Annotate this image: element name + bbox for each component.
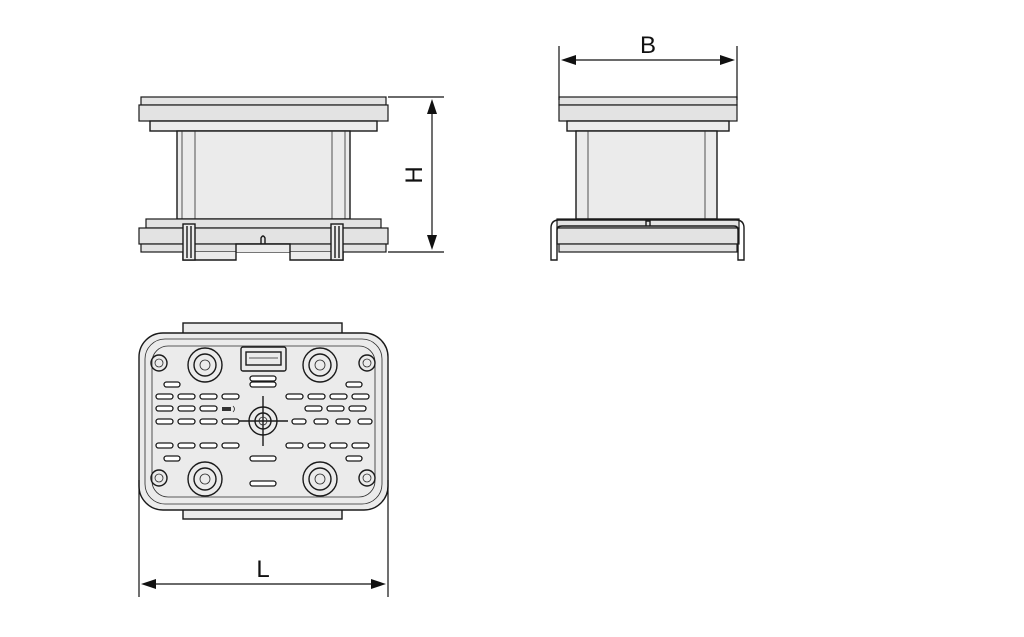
length-label: L (256, 556, 269, 583)
length-dimension: L (138, 480, 389, 597)
side-bracket (550, 219, 745, 261)
vacuum-slot (249, 480, 277, 487)
corner-hole-bottom-left (150, 469, 168, 487)
side-view (550, 96, 745, 261)
side-top-rim (566, 120, 730, 132)
suction-cup-top-right (302, 347, 338, 383)
vacuum-slot (249, 381, 277, 388)
vacuum-slot (199, 405, 218, 412)
height-dimension: H (388, 96, 444, 253)
suction-cup-top-left (187, 347, 223, 383)
side-bottom-flange (556, 227, 740, 245)
vacuum-slot (163, 455, 181, 462)
front-top-plate (140, 96, 387, 106)
width-dimension: B (558, 32, 738, 100)
vacuum-slot (357, 418, 373, 425)
vacuum-slot (313, 418, 329, 425)
vacuum-slot (163, 381, 181, 388)
vacuum-slot (177, 442, 196, 449)
vacuum-slot (329, 442, 348, 449)
vacuum-slot (345, 455, 363, 462)
vacuum-slot (177, 418, 196, 425)
vacuum-slot (155, 405, 174, 412)
suction-cup-bottom-left (187, 461, 223, 497)
vacuum-slot (351, 393, 370, 400)
vacuum-slot (351, 442, 370, 449)
side-top-flange (558, 104, 738, 122)
nfc-mark (222, 405, 235, 413)
vacuum-slot (249, 375, 277, 382)
vacuum-slot (221, 418, 240, 425)
vacuum-slot (291, 418, 307, 425)
vacuum-slot (155, 442, 174, 449)
vacuum-slot (221, 393, 240, 400)
vacuum-slot (285, 393, 304, 400)
vacuum-slot (199, 393, 218, 400)
vacuum-slot (345, 381, 363, 388)
vacuum-slot (177, 393, 196, 400)
vacuum-slot (335, 418, 351, 425)
corner-hole-bottom-right (358, 469, 376, 487)
vacuum-slot (155, 418, 174, 425)
front-center-tab (260, 235, 266, 244)
front-right-clamp (330, 223, 344, 261)
logo-plate (240, 346, 287, 372)
front-body (176, 130, 351, 220)
front-top-rim (149, 120, 378, 132)
vacuum-slot (304, 405, 323, 412)
side-body (575, 130, 718, 220)
side-top-plate (558, 96, 738, 106)
side-center-tab (645, 220, 651, 226)
height-label: H (401, 166, 428, 183)
vacuum-slot (348, 405, 367, 412)
width-label: B (640, 32, 656, 59)
vacuum-slot (307, 442, 326, 449)
vacuum-slot (326, 405, 345, 412)
vacuum-slot (199, 418, 218, 425)
side-bottom-plate (558, 243, 738, 253)
vacuum-slot (285, 442, 304, 449)
vacuum-slots (155, 375, 373, 487)
vacuum-slot (177, 405, 196, 412)
corner-hole-top-left (150, 354, 168, 372)
front-top-flange (138, 104, 389, 122)
vacuum-slot (221, 442, 240, 449)
suction-cup-bottom-right (302, 461, 338, 497)
logo-mark (245, 351, 282, 366)
center-fitting (238, 396, 288, 446)
vacuum-slot (199, 442, 218, 449)
vacuum-slot (249, 455, 277, 462)
front-bottom-rim (145, 218, 382, 229)
vacuum-slot (155, 393, 174, 400)
front-left-clamp (182, 223, 196, 261)
top-view (138, 322, 389, 520)
vacuum-slot (307, 393, 326, 400)
front-view (138, 96, 389, 261)
corner-hole-top-right (358, 354, 376, 372)
vacuum-slot (329, 393, 348, 400)
